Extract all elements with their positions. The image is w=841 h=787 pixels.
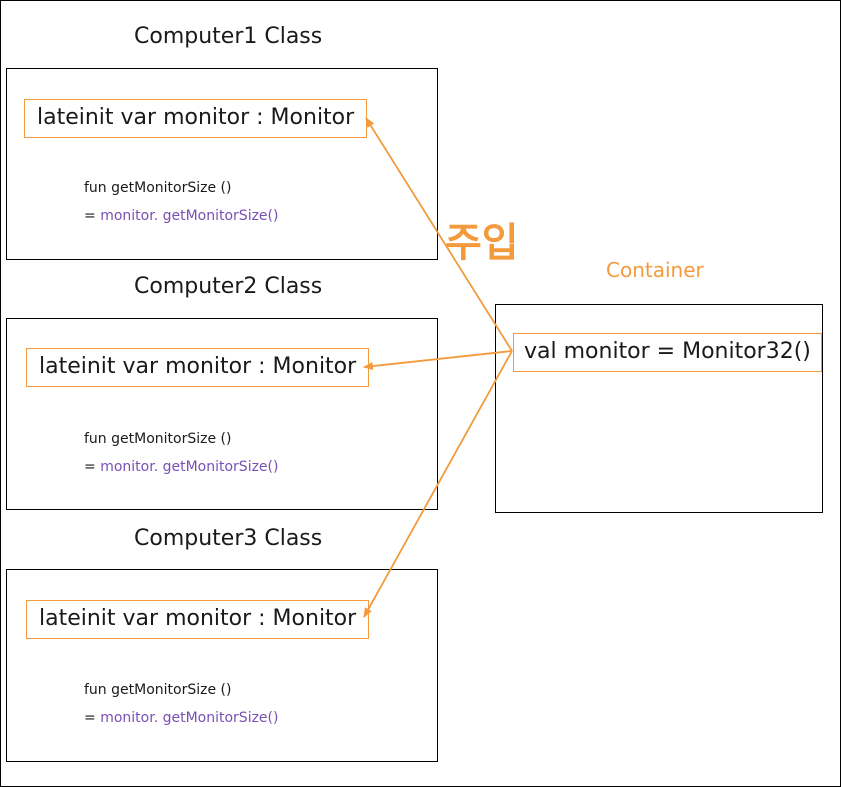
computer1-fun-signature: fun getMonitorSize () [84,180,232,196]
dot-operator: . [153,710,163,726]
method-call: getMonitorSize() [162,710,279,726]
method-call: getMonitorSize() [162,208,279,224]
computer2-class-box: lateinit var monitor : Monitor fun getMo… [6,318,438,510]
computer2-fun-signature: fun getMonitorSize () [84,431,232,447]
monitor-reference: monitor [100,459,154,475]
computer3-monitor-declaration: lateinit var monitor : Monitor [26,600,370,639]
equals-sign: = [84,459,101,475]
dot-operator: . [153,208,163,224]
computer2-fun-body: = monitor. getMonitorSize() [84,459,278,475]
computer3-class-title: Computer3 Class [134,526,323,551]
container-title: Container [606,258,704,282]
computer3-fun-body: = monitor. getMonitorSize() [84,710,278,726]
monitor-reference: monitor [100,208,154,224]
computer1-class-title: Computer1 Class [134,24,323,49]
computer1-fun-body: = monitor. getMonitorSize() [84,208,278,224]
inject-arrow-computer1 [365,117,513,352]
equals-sign: = [84,710,101,726]
container-monitor-declaration: val monitor = Monitor32() [513,333,822,372]
computer2-monitor-declaration: lateinit var monitor : Monitor [26,348,370,387]
monitor-reference: monitor [100,710,154,726]
inject-arrow-computer2 [363,350,513,371]
equals-sign: = [84,208,101,224]
computer1-monitor-declaration: lateinit var monitor : Monitor [24,99,368,138]
computer2-class-title: Computer2 Class [134,274,323,299]
computer3-class-box: lateinit var monitor : Monitor fun getMo… [6,569,438,762]
computer3-fun-signature: fun getMonitorSize () [84,682,232,698]
inject-label: 주입 [445,220,519,266]
container-box: val monitor = Monitor32() [495,304,823,513]
inject-arrow-computer3 [363,350,513,618]
computer1-class-box: lateinit var monitor : Monitor fun getMo… [6,68,438,260]
dot-operator: . [153,459,163,475]
method-call: getMonitorSize() [162,459,279,475]
